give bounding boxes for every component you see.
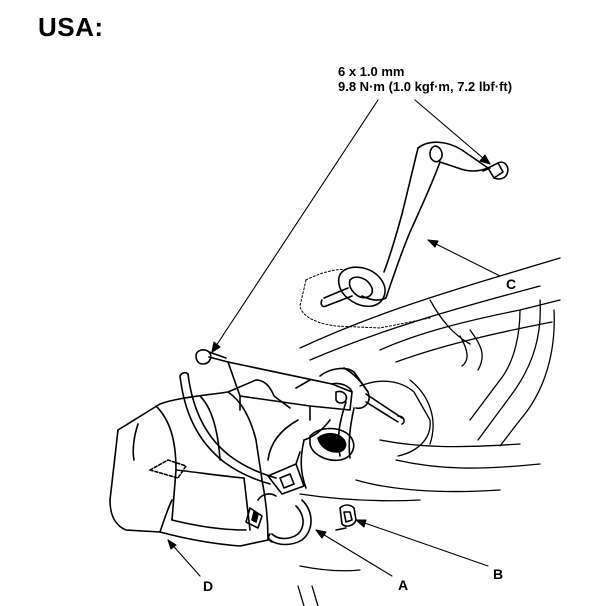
- upper-bolt: [482, 161, 509, 180]
- callout-b: B: [493, 566, 504, 582]
- torque-spec-label: 9.8 N·m (1.0 kgf·m, 7.2 lbf·ft): [338, 79, 513, 94]
- hidden-outline-2: [305, 269, 349, 281]
- bolt-size-label: 6 x 1.0 mm: [338, 64, 405, 79]
- spec-leader-lines: [211, 99, 491, 353]
- filler-neck-bracket: [320, 141, 489, 308]
- connector-b: [335, 504, 357, 531]
- fuel-tank: [109, 379, 291, 547]
- filler-opening: [267, 419, 355, 489]
- drain-hose: [267, 499, 312, 546]
- callout-a: A: [398, 577, 409, 593]
- hose-clip: [245, 451, 305, 529]
- callout-c: C: [506, 276, 517, 292]
- body-panel: [297, 257, 561, 606]
- vent-hose: [179, 371, 277, 485]
- filler-pipe: [295, 367, 405, 459]
- callout-d: D: [203, 578, 214, 594]
- hidden-outline: [299, 279, 431, 329]
- callout-leaders: [167, 239, 501, 577]
- region-title: USA:: [38, 12, 104, 42]
- lower-bolt: [195, 349, 229, 365]
- fastener-spec: 6 x 1.0 mm 9.8 N·m (1.0 kgf·m, 7.2 lbf·f…: [338, 64, 512, 94]
